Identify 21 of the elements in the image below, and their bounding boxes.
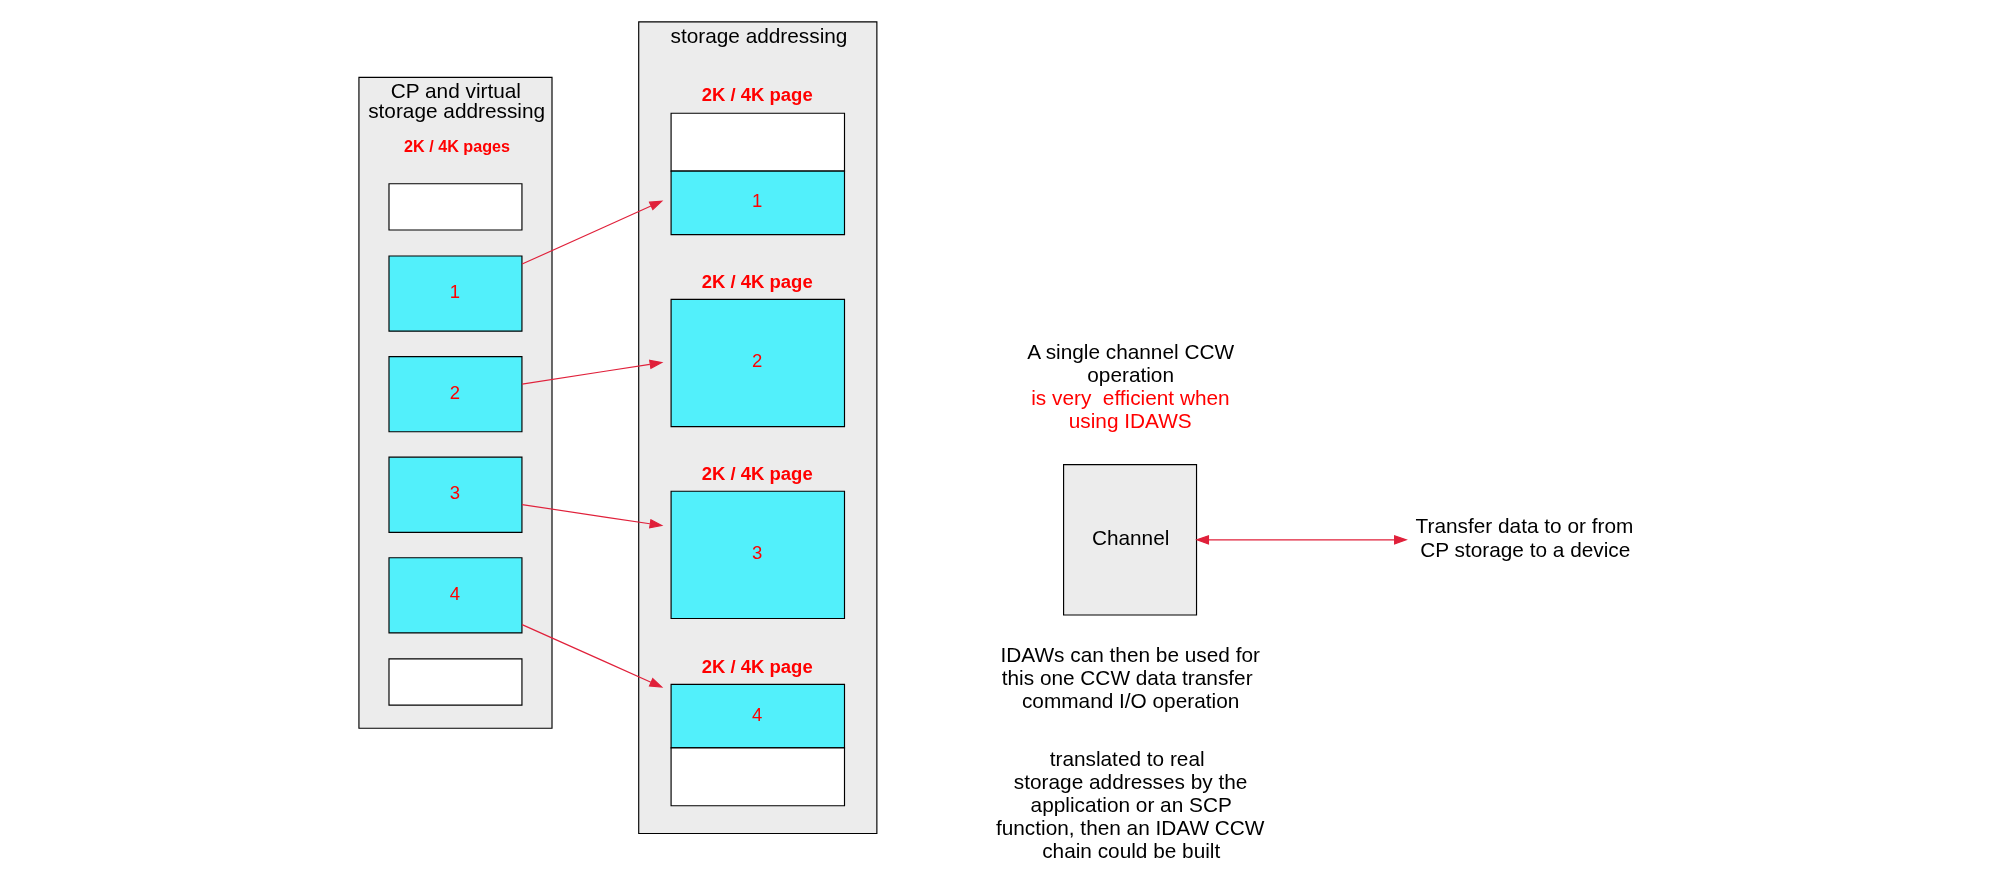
node-box <box>388 658 523 706</box>
node-box <box>388 183 523 231</box>
node-text: Transfer data to or from CP storage to a device <box>1415 514 1634 561</box>
arrow <box>1195 535 1408 545</box>
arrow <box>521 359 664 385</box>
node-label: 2K / 4K page <box>701 655 813 677</box>
label: IDAWs can then be used for this one CCW data transfer command I/O operation <box>1000 642 1260 712</box>
label: is very efficient when using IDAWS <box>1031 386 1230 433</box>
node-box: Channel <box>1063 464 1198 616</box>
arrow <box>521 200 664 265</box>
node-label: 2K / 4K page <box>701 462 813 484</box>
arrow <box>521 504 664 529</box>
node-box: 4 <box>388 557 523 634</box>
node-label: 2K / 4K page <box>701 270 813 292</box>
label: A single channel CCW operation <box>1027 339 1235 386</box>
arrow <box>521 624 664 688</box>
node-label: 2K / 4K page <box>701 84 813 106</box>
label: translated to real storage addresses by the application or an SCP function, then an IDAW CCW chain could be built <box>995 746 1265 863</box>
node-box: 1 <box>388 255 523 332</box>
node-box: 3 <box>388 456 523 533</box>
node-box: 2 <box>388 356 523 433</box>
